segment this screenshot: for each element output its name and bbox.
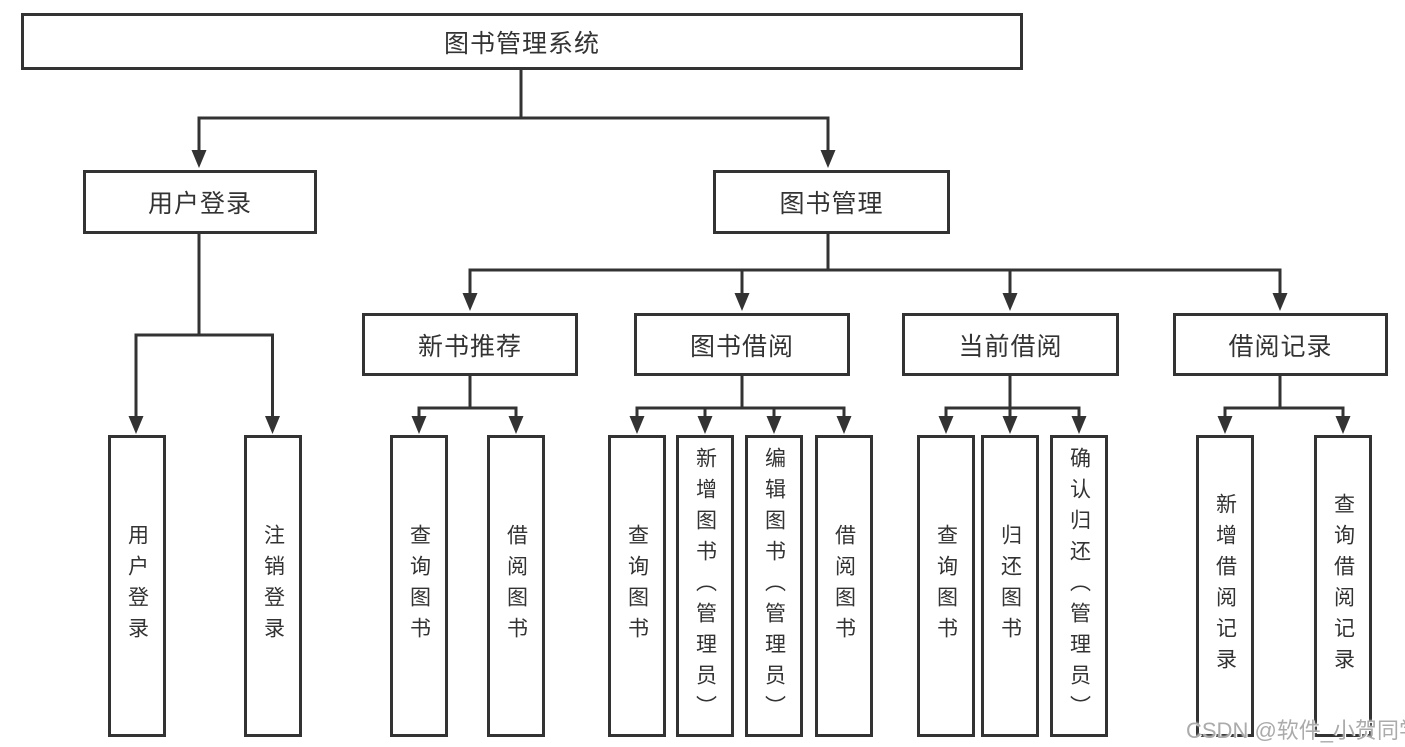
leaf-recommend-query-books: 查询图书 <box>390 435 448 737</box>
node-label: 新书推荐 <box>417 332 522 361</box>
leaf-current-confirm-return-admin: 确认归还（管理员） <box>1050 435 1108 737</box>
leaf-records-query-record: 查询借阅记录 <box>1314 435 1372 737</box>
leaf-logout: 注销登录 <box>244 435 302 737</box>
leaf-label: 查询借阅记录 <box>1331 493 1355 679</box>
leaf-borrow-borrow-books: 借阅图书 <box>815 435 873 737</box>
leaf-borrow-add-books-admin: 新增图书（管理员） <box>676 435 734 737</box>
leaf-records-add-record: 新增借阅记录 <box>1196 435 1254 737</box>
arrowheads <box>128 150 1351 434</box>
leaf-label: 归还图书 <box>998 524 1022 648</box>
leaf-label: 确认归还（管理员） <box>1067 446 1091 726</box>
node-label: 图书借阅 <box>689 332 794 361</box>
node-book-management: 图书管理 <box>713 170 950 234</box>
node-root-library-system: 图书管理系统 <box>21 13 1023 70</box>
leaf-label: 借阅图书 <box>504 524 528 648</box>
leaf-label: 借阅图书 <box>832 524 856 648</box>
node-borrow-records: 借阅记录 <box>1173 313 1388 376</box>
leaf-current-return-books: 归还图书 <box>981 435 1039 737</box>
leaf-borrow-edit-books-admin: 编辑图书（管理员） <box>745 435 803 737</box>
node-label: 借阅记录 <box>1228 332 1333 361</box>
node-label: 用户登录 <box>147 190 252 218</box>
node-label: 图书管理系统 <box>443 29 600 58</box>
leaf-recommend-borrow-books: 借阅图书 <box>487 435 545 737</box>
leaf-label: 编辑图书（管理员） <box>762 446 786 726</box>
leaf-label: 注销登录 <box>261 524 285 648</box>
node-label: 图书管理 <box>779 190 884 218</box>
leaf-borrow-query-books: 查询图书 <box>608 435 666 737</box>
watermark: CSDN @软件_小贺同学 <box>1186 718 1405 743</box>
leaf-label: 新增借阅记录 <box>1213 493 1237 679</box>
node-new-book-recommend: 新书推荐 <box>362 313 578 376</box>
node-label: 当前借阅 <box>958 332 1063 361</box>
leaf-user-login: 用户登录 <box>108 435 166 737</box>
node-user-login: 用户登录 <box>83 170 317 234</box>
leaf-label: 查询图书 <box>407 524 431 648</box>
leaf-label: 新增图书（管理员） <box>693 446 717 726</box>
node-current-borrow: 当前借阅 <box>902 313 1119 376</box>
leaf-label: 用户登录 <box>125 524 149 648</box>
leaf-current-query-books: 查询图书 <box>917 435 975 737</box>
leaf-label: 查询图书 <box>625 524 649 648</box>
leaf-label: 查询图书 <box>934 524 958 648</box>
node-book-borrow: 图书借阅 <box>634 313 850 376</box>
